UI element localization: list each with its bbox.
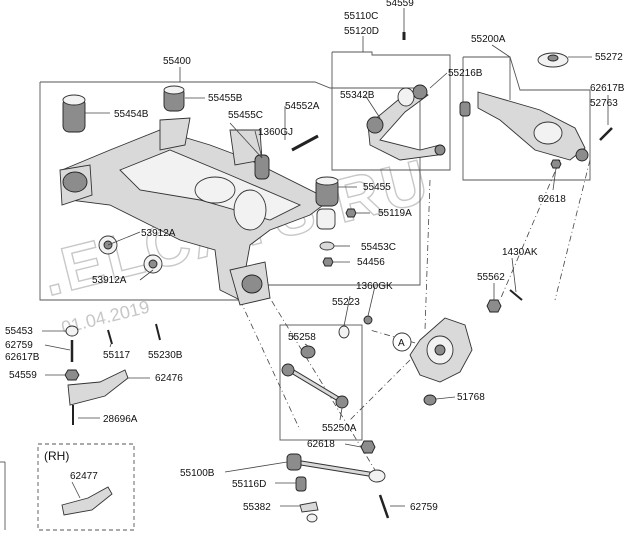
- label-55454b: 55454B: [114, 109, 149, 120]
- nut-54559-left: [64, 369, 80, 381]
- link-55250a: [281, 345, 349, 409]
- label-55120d: 55120D: [344, 26, 379, 37]
- rh-label: (RH): [44, 449, 69, 463]
- lower-arm-55200a: [477, 91, 589, 162]
- nut-62618-bottom: [360, 440, 376, 454]
- bracket-55382: [299, 501, 319, 513]
- label-62618-right: 62618: [538, 194, 566, 205]
- label-54456: 54456: [357, 257, 385, 268]
- label-55230b: 55230B: [148, 350, 183, 361]
- nut-51768: [423, 394, 437, 406]
- label-53912a-lower: 53912A: [92, 275, 127, 286]
- label-62617b-left: 62617B: [5, 352, 40, 363]
- label-28696a: 28696A: [103, 414, 138, 425]
- label-62618-bottom: 62618: [307, 439, 335, 450]
- label-55562: 55562: [477, 272, 505, 283]
- bolt-62617b-right: [599, 127, 613, 141]
- nut-55119a: [345, 208, 357, 218]
- label-62759-left: 62759: [5, 340, 33, 351]
- upper-arm-group-box: [331, 51, 451, 171]
- circle-a-label: A: [398, 338, 405, 349]
- nut-1360gk: [363, 315, 373, 325]
- label-62617b-right: 62617B: [590, 83, 625, 94]
- label-53912a-upper: 53912A: [141, 228, 176, 239]
- label-55455b: 55455B: [208, 93, 243, 104]
- nut-54456: [322, 257, 334, 267]
- washer-55223: [338, 325, 350, 339]
- label-55223: 55223: [332, 297, 360, 308]
- label-62476: 62476: [155, 373, 183, 384]
- label-52763: 52763: [590, 98, 618, 109]
- washer-bottom: [306, 513, 318, 523]
- label-55342b: 55342B: [340, 90, 375, 101]
- bracket-62477: [61, 486, 113, 516]
- link-group-box: [279, 324, 363, 441]
- bushing-55454b: [62, 94, 86, 133]
- bushing-part: [316, 208, 336, 230]
- knuckle-assembly: [392, 317, 473, 383]
- bolt-1360gj: [291, 134, 319, 152]
- label-55455c: 55455C: [228, 110, 263, 121]
- label-55216b: 55216B: [448, 68, 483, 79]
- label-55110c: 55110C: [344, 11, 378, 22]
- lower-link-55100b: [286, 453, 386, 492]
- label-1430ak: 1430AK: [502, 247, 538, 258]
- bushing-55455c: [254, 154, 270, 180]
- part-labels: 55400 55454B 55455B 55455C 54552A 1360GJ…: [5, 0, 625, 513]
- label-55453c: 55453C: [361, 242, 396, 253]
- label-55200a: 55200A: [471, 34, 506, 45]
- label-54552a: 54552A: [285, 101, 320, 112]
- label-55117: 55117: [103, 350, 131, 361]
- label-1360gk: 1360GK: [356, 281, 393, 292]
- label-55272: 55272: [595, 52, 623, 63]
- label-55100b: 55100B: [180, 468, 215, 479]
- label-55455: 55455: [363, 182, 391, 193]
- label-62759-bottom: 62759: [410, 502, 438, 513]
- label-55258: 55258: [288, 332, 316, 343]
- label-55250a: 55250A: [322, 423, 357, 434]
- bushing-55455: [315, 176, 339, 207]
- label-55382: 55382: [243, 502, 271, 513]
- bushing-55216b: [459, 101, 471, 117]
- label-55116d: 55116D: [232, 479, 266, 490]
- bolt-55230b: [155, 323, 161, 341]
- spring-seat-55272: [537, 52, 569, 68]
- bolt-1430ak: [509, 289, 523, 301]
- subframe-group-box: [39, 81, 421, 301]
- bushing-53912a-lower: [143, 254, 163, 274]
- leader-lines: [42, 8, 609, 507]
- bolt-55117: [107, 329, 113, 345]
- label-55119a: 55119A: [378, 208, 412, 219]
- bolt-62759-bottom: [378, 494, 390, 519]
- label-55400: 55400: [163, 56, 191, 67]
- nut-62618-right: [550, 159, 562, 169]
- label-54559-left: 54559: [9, 370, 37, 381]
- label-62477: 62477: [70, 471, 98, 482]
- label-54559-top: 54559: [386, 0, 414, 9]
- bushing-55455b: [163, 85, 185, 112]
- upper-arm-55342b: [366, 84, 446, 161]
- label-55453: 55453: [5, 326, 33, 337]
- washer-55453: [65, 325, 79, 337]
- washer-55453c: [319, 241, 335, 251]
- label-51768: 51768: [457, 392, 485, 403]
- label-1360gj: 1360GJ: [258, 127, 293, 138]
- nut-55562: [486, 299, 502, 313]
